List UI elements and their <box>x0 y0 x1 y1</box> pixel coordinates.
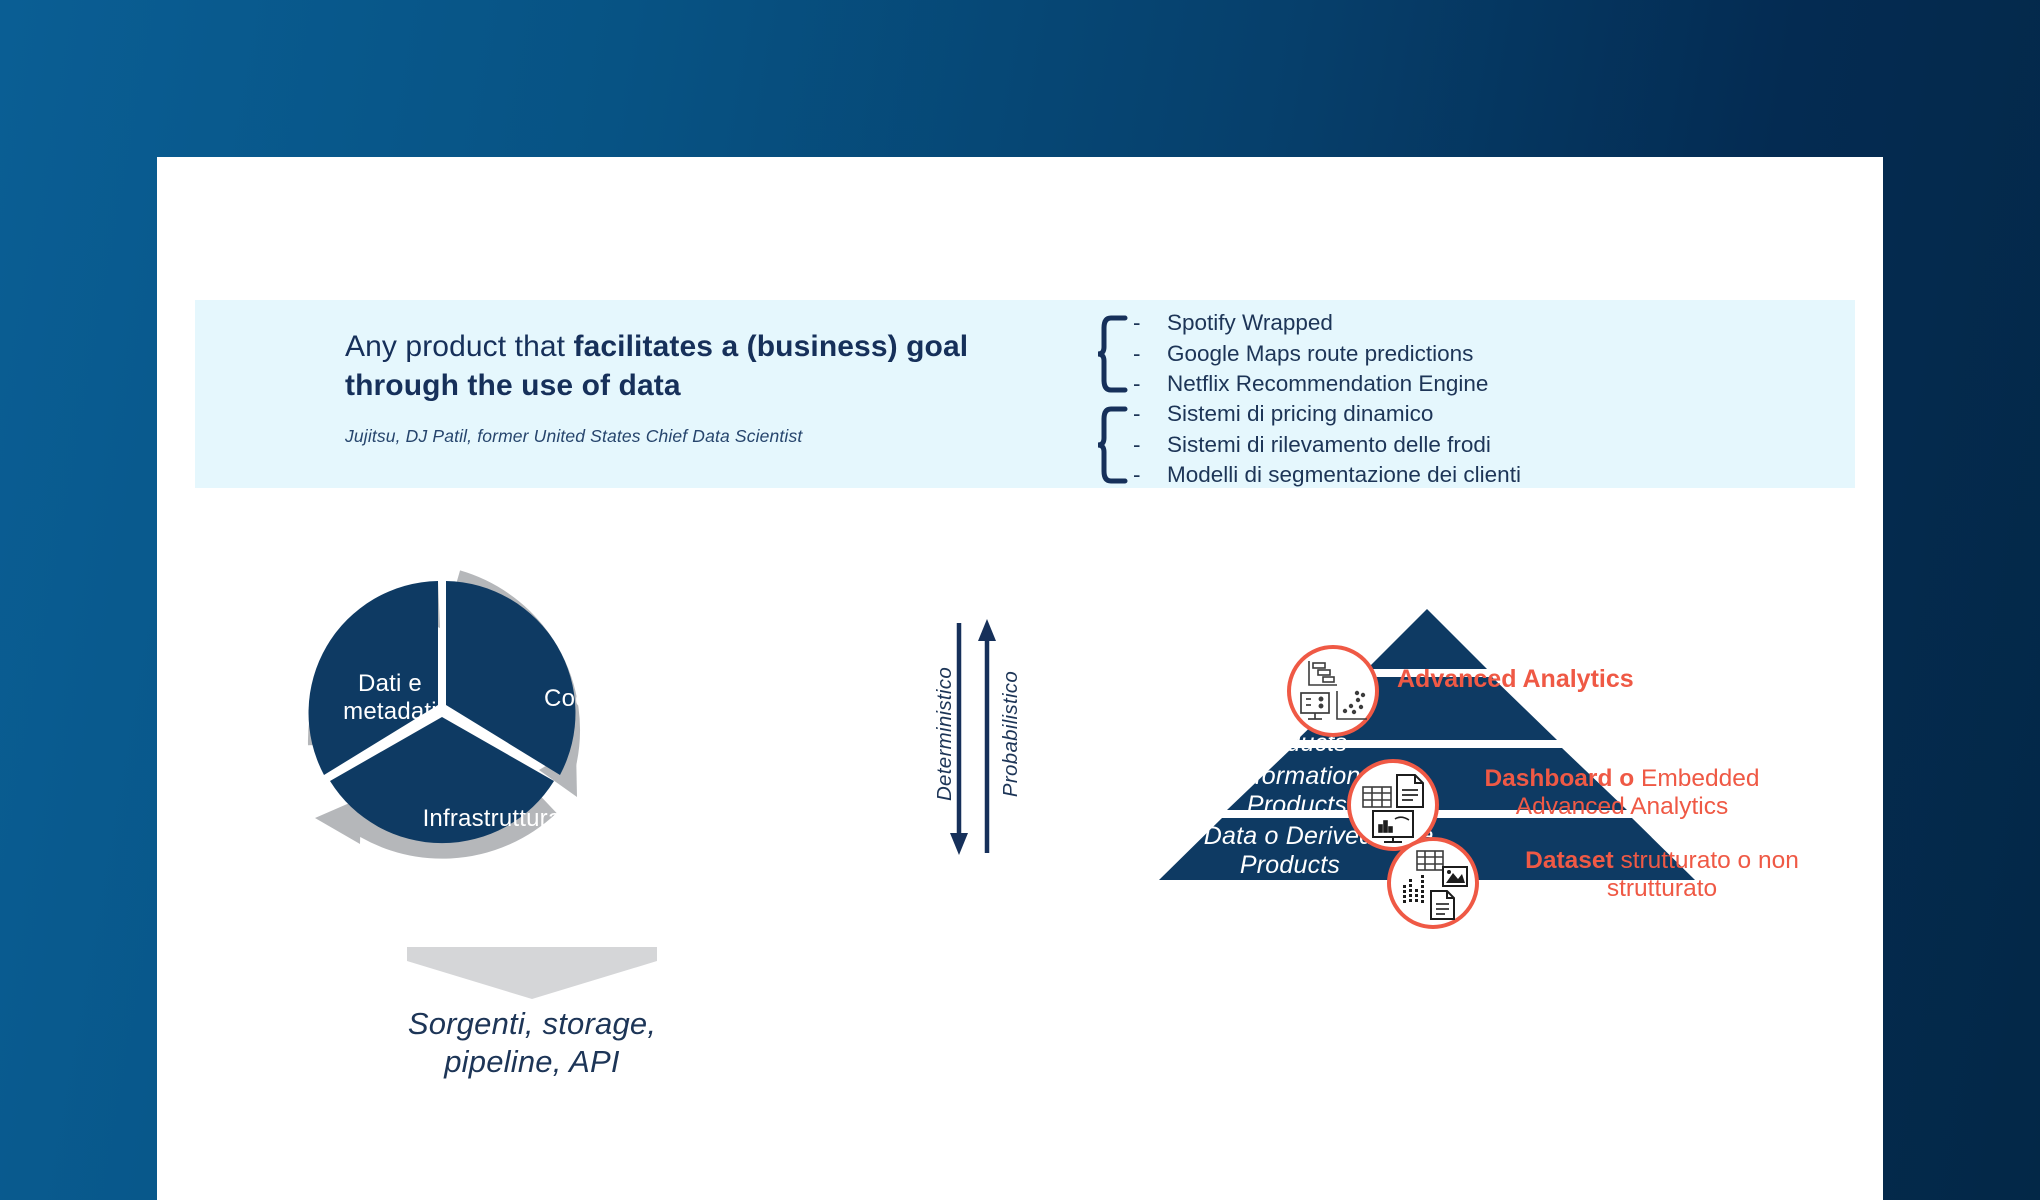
list-item: - Spotify Wrapped <box>1133 310 1488 343</box>
callout-dashboard-bold: Dashboard o <box>1484 765 1642 792</box>
list-item-label: Spotify Wrapped <box>1167 310 1333 335</box>
dash-marker: - <box>1133 462 1141 487</box>
data-product-cycle-diagram: Dati e metadati Codice Infrastruttura <box>277 515 717 925</box>
callout-dataset: Dataset strutturato o non strutturato <box>1497 847 1827 904</box>
list-item: - Netflix Recommendation Engine <box>1133 371 1489 404</box>
list-item-label: Netflix Recommendation Engine <box>1167 371 1489 396</box>
monitor-dashboard-icon <box>1300 692 1330 720</box>
cycle-segment-dati <box>308 581 438 775</box>
dot-bar-chart-icon <box>1403 875 1424 903</box>
cycle-segments <box>308 581 576 844</box>
data-product-pyramid: Deterministico Probabilistico Decisions … <box>897 597 1857 1097</box>
cycle-segment-infrastruttura <box>330 717 554 844</box>
callout-dashboard-rest: Embedded Advanced Analytics <box>1515 765 1760 821</box>
cycle-svg <box>307 570 580 859</box>
pyramid-tier-decisions <box>1367 609 1487 669</box>
axis-label-probabilistico: Probabilistico <box>999 670 1022 798</box>
bar-chart-icon <box>1308 661 1337 686</box>
callout-dataset-bold: Dataset <box>1525 847 1621 874</box>
cycle-label-dati: Dati e metadati <box>343 670 437 726</box>
dash-marker: - <box>1133 401 1141 426</box>
quote-lead: Any product that <box>345 330 574 363</box>
examples-list: - Spotify Wrapped - Google Maps route pr… <box>1095 310 1835 486</box>
quote-text: Any product that facilitates a (business… <box>345 327 1005 405</box>
dash-marker: - <box>1133 310 1141 335</box>
quote-banner: Any product that facilitates a (business… <box>195 300 1855 488</box>
table-grid-icon <box>1416 850 1444 871</box>
badge-dashboard <box>1347 759 1439 851</box>
axis-label-deterministico: Deterministico <box>933 666 956 802</box>
badge-advanced-analytics <box>1287 645 1379 737</box>
monitor-chart-icon <box>1372 810 1414 843</box>
list-item: - Sistemi di pricing dinamico <box>1133 401 1521 434</box>
badge-dataset <box>1387 837 1479 929</box>
curly-brace-icon-it <box>1095 405 1129 485</box>
cycle-segment-codice <box>446 581 576 775</box>
axis-arrows-icon <box>950 619 996 855</box>
dash-marker: - <box>1133 371 1141 396</box>
dash-marker: - <box>1133 340 1141 366</box>
list-item-label: Google Maps route predictions <box>1167 340 1474 366</box>
dash-marker: - <box>1133 431 1141 457</box>
callout-advanced-analytics: Advanced Analytics <box>1397 665 1634 693</box>
list-item: - Sistemi di rilevamento delle frodi <box>1133 431 1521 465</box>
examples-group-it: - Sistemi di pricing dinamico - Sistemi … <box>1133 401 1521 495</box>
list-item-label: Sistemi di rilevamento delle frodi <box>1167 431 1491 457</box>
callout-dataset-rest: strutturato o non strutturato <box>1606 847 1799 903</box>
document-icon <box>1396 774 1424 808</box>
curly-brace-icon-en <box>1095 314 1129 394</box>
pyramid-label-information: Information Products <box>1233 762 1361 819</box>
cycle-label-infrastruttura: Infrastruttura <box>422 805 562 832</box>
quote-emphasis: facilitates a (business) goal through th… <box>345 330 969 402</box>
down-chevron-icon <box>407 947 657 999</box>
document-icon <box>1430 890 1455 920</box>
list-item-label: Modelli di segmentazione dei clienti <box>1167 462 1521 487</box>
list-item: - Modelli di segmentazione dei clienti <box>1133 462 1521 495</box>
quote-attribution: Jujitsu, DJ Patil, former United States … <box>345 426 803 446</box>
pyramid-axes: Deterministico Probabilistico <box>897 617 1022 857</box>
list-item: - Google Maps route predictions <box>1133 340 1488 374</box>
scatter-plot-icon <box>1336 690 1367 720</box>
list-item-label: Sistemi di pricing dinamico <box>1167 401 1434 426</box>
sources-caption: Sorgenti, storage, pipeline, API <box>407 1006 657 1079</box>
callout-dashboard: Dashboard o Embedded Advanced Analytics <box>1457 765 1787 822</box>
image-icon <box>1442 866 1468 887</box>
table-grid-icon <box>1362 786 1392 808</box>
white-slide: Any product that facilitates a (business… <box>157 157 1883 1200</box>
examples-group-en: - Spotify Wrapped - Google Maps route pr… <box>1133 310 1489 404</box>
cycle-label-codice: Codice <box>544 685 620 712</box>
